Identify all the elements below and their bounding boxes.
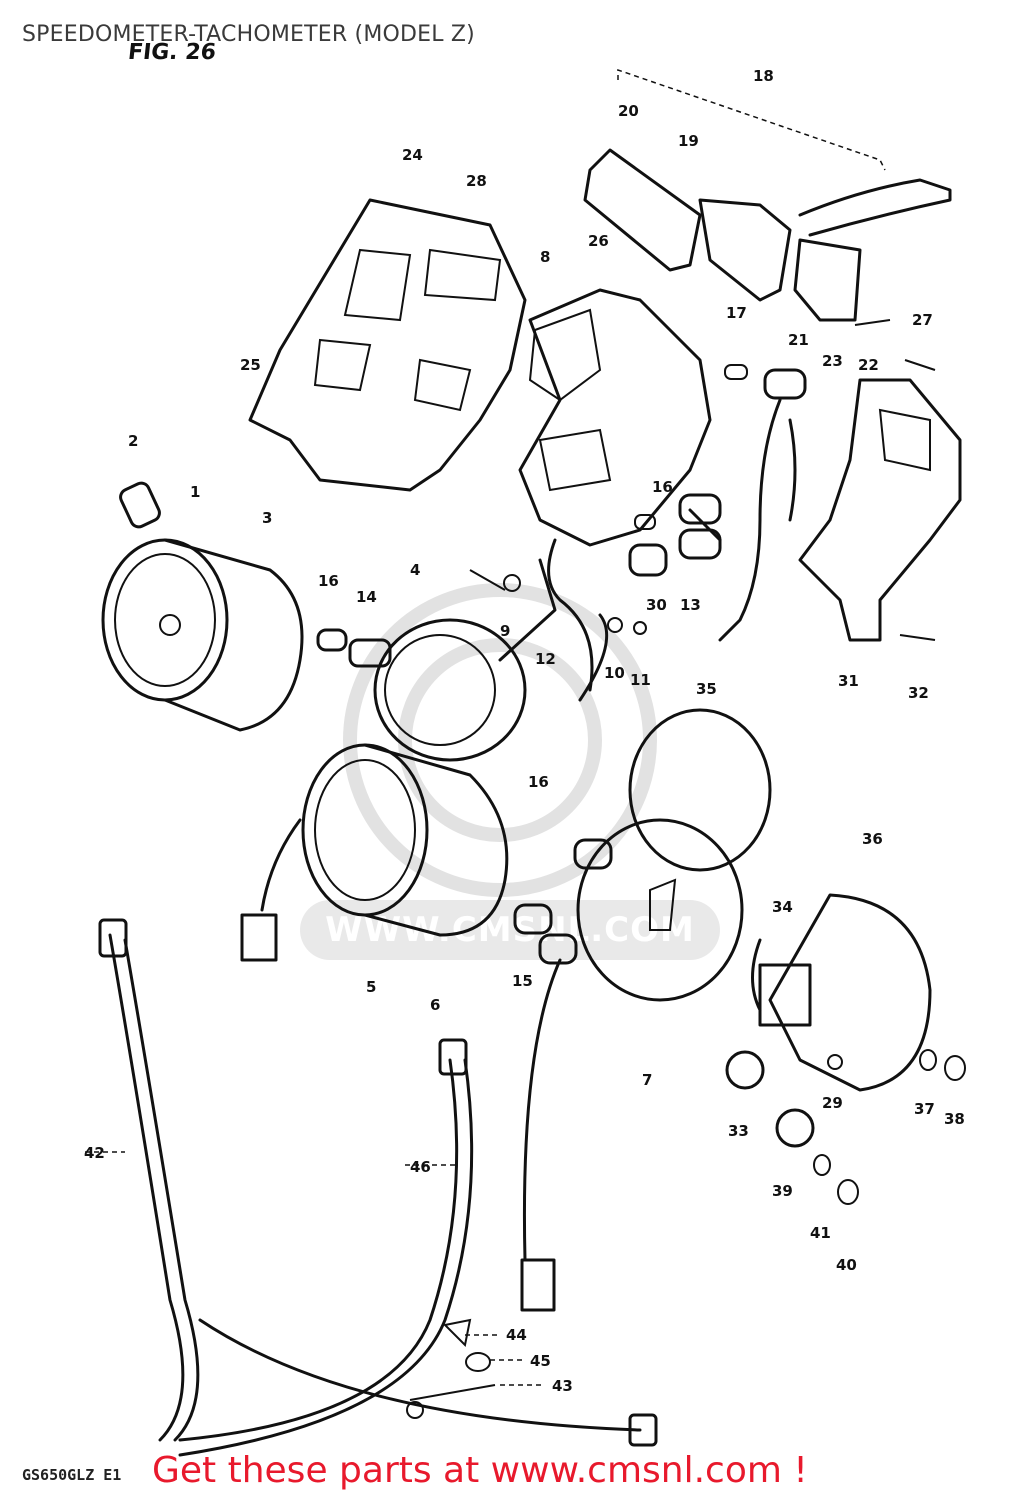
callout-39: 39 [772,1182,793,1200]
callout-46: 46 [410,1158,431,1176]
figure-label: FIG. 26 [126,40,218,65]
meter-outer-cover [248,198,527,492]
callout-15: 15 [512,972,533,990]
group-bracket-18 [617,68,886,171]
callout-13: 13 [680,596,701,614]
callout-24: 24 [402,146,423,164]
wiring-harness [547,398,797,692]
callout-12: 12 [535,650,556,668]
callout-4: 4 [410,561,420,579]
callout-32: 32 [908,684,929,702]
callout-19: 19 [678,132,699,150]
callout-22: 22 [858,356,879,374]
tachometer-assembly [240,743,509,962]
callout-23: 23 [822,352,843,370]
callout-38: 38 [944,1110,965,1128]
socket-15 [513,838,613,1312]
callout-21: 21 [788,331,809,349]
callout-27: 27 [912,311,933,329]
callout-9: 9 [500,622,510,640]
socket-14 [316,628,392,668]
callout-30: 30 [646,596,667,614]
callout-29: 29 [822,1094,843,1112]
callout-11: 11 [630,671,651,689]
indicator-housing [583,148,952,322]
callout-17: 17 [726,304,747,322]
callout-2: 2 [128,432,138,450]
callout-3: 3 [262,509,272,527]
small-parts-9-12 [498,558,647,702]
callout-33: 33 [728,1122,749,1140]
callout-6: 6 [430,996,440,1014]
callout-45: 45 [530,1352,551,1370]
bulb-2 [119,481,161,529]
callout-16-center: 16 [528,773,549,791]
leader-lines [85,569,545,1386]
callout-16-right: 16 [652,478,673,496]
small-hardware-right [725,1049,966,1205]
callout-numbers: 1 2 3 4 5 6 7 8 9 10 11 12 13 14 15 16 1… [84,67,965,1395]
callout-26: 26 [588,232,609,250]
callout-40: 40 [836,1256,857,1274]
callout-5: 5 [366,978,376,996]
meter-cases-7-35 [576,708,772,1002]
callout-1: 1 [190,483,200,501]
callout-31: 31 [838,672,859,690]
callout-28: 28 [466,172,487,190]
callout-36: 36 [862,830,883,848]
callout-41: 41 [810,1224,831,1242]
callout-44: 44 [506,1326,527,1344]
callout-37: 37 [914,1100,935,1118]
page-title: SPEEDOMETER-TACHOMETER (MODEL Z) [22,22,475,47]
callout-20: 20 [618,102,639,120]
meter-case-4 [373,618,527,762]
callout-16-left: 16 [318,572,339,590]
callout-14: 14 [356,588,377,606]
callout-35: 35 [696,680,717,698]
callout-10: 10 [604,664,625,682]
meter-bracket [798,378,962,642]
model-code: GS650GLZ E1 [22,1466,122,1484]
callout-7: 7 [642,1071,652,1089]
headlight-case-36 [751,893,932,1092]
bulb-sockets-right [628,319,936,641]
callout-42: 42 [84,1144,105,1162]
promo-link[interactable]: Get these parts at www.cmsnl.com ! [152,1450,808,1491]
callout-43: 43 [552,1377,573,1395]
meter-inner-cover [518,288,712,547]
callout-18: 18 [753,67,774,85]
callout-8: 8 [540,248,550,266]
meter-cables [98,918,658,1457]
callout-25: 25 [240,356,261,374]
callout-34: 34 [772,898,793,916]
watermark-logo [343,583,657,897]
speedometer-assembly [101,538,304,732]
